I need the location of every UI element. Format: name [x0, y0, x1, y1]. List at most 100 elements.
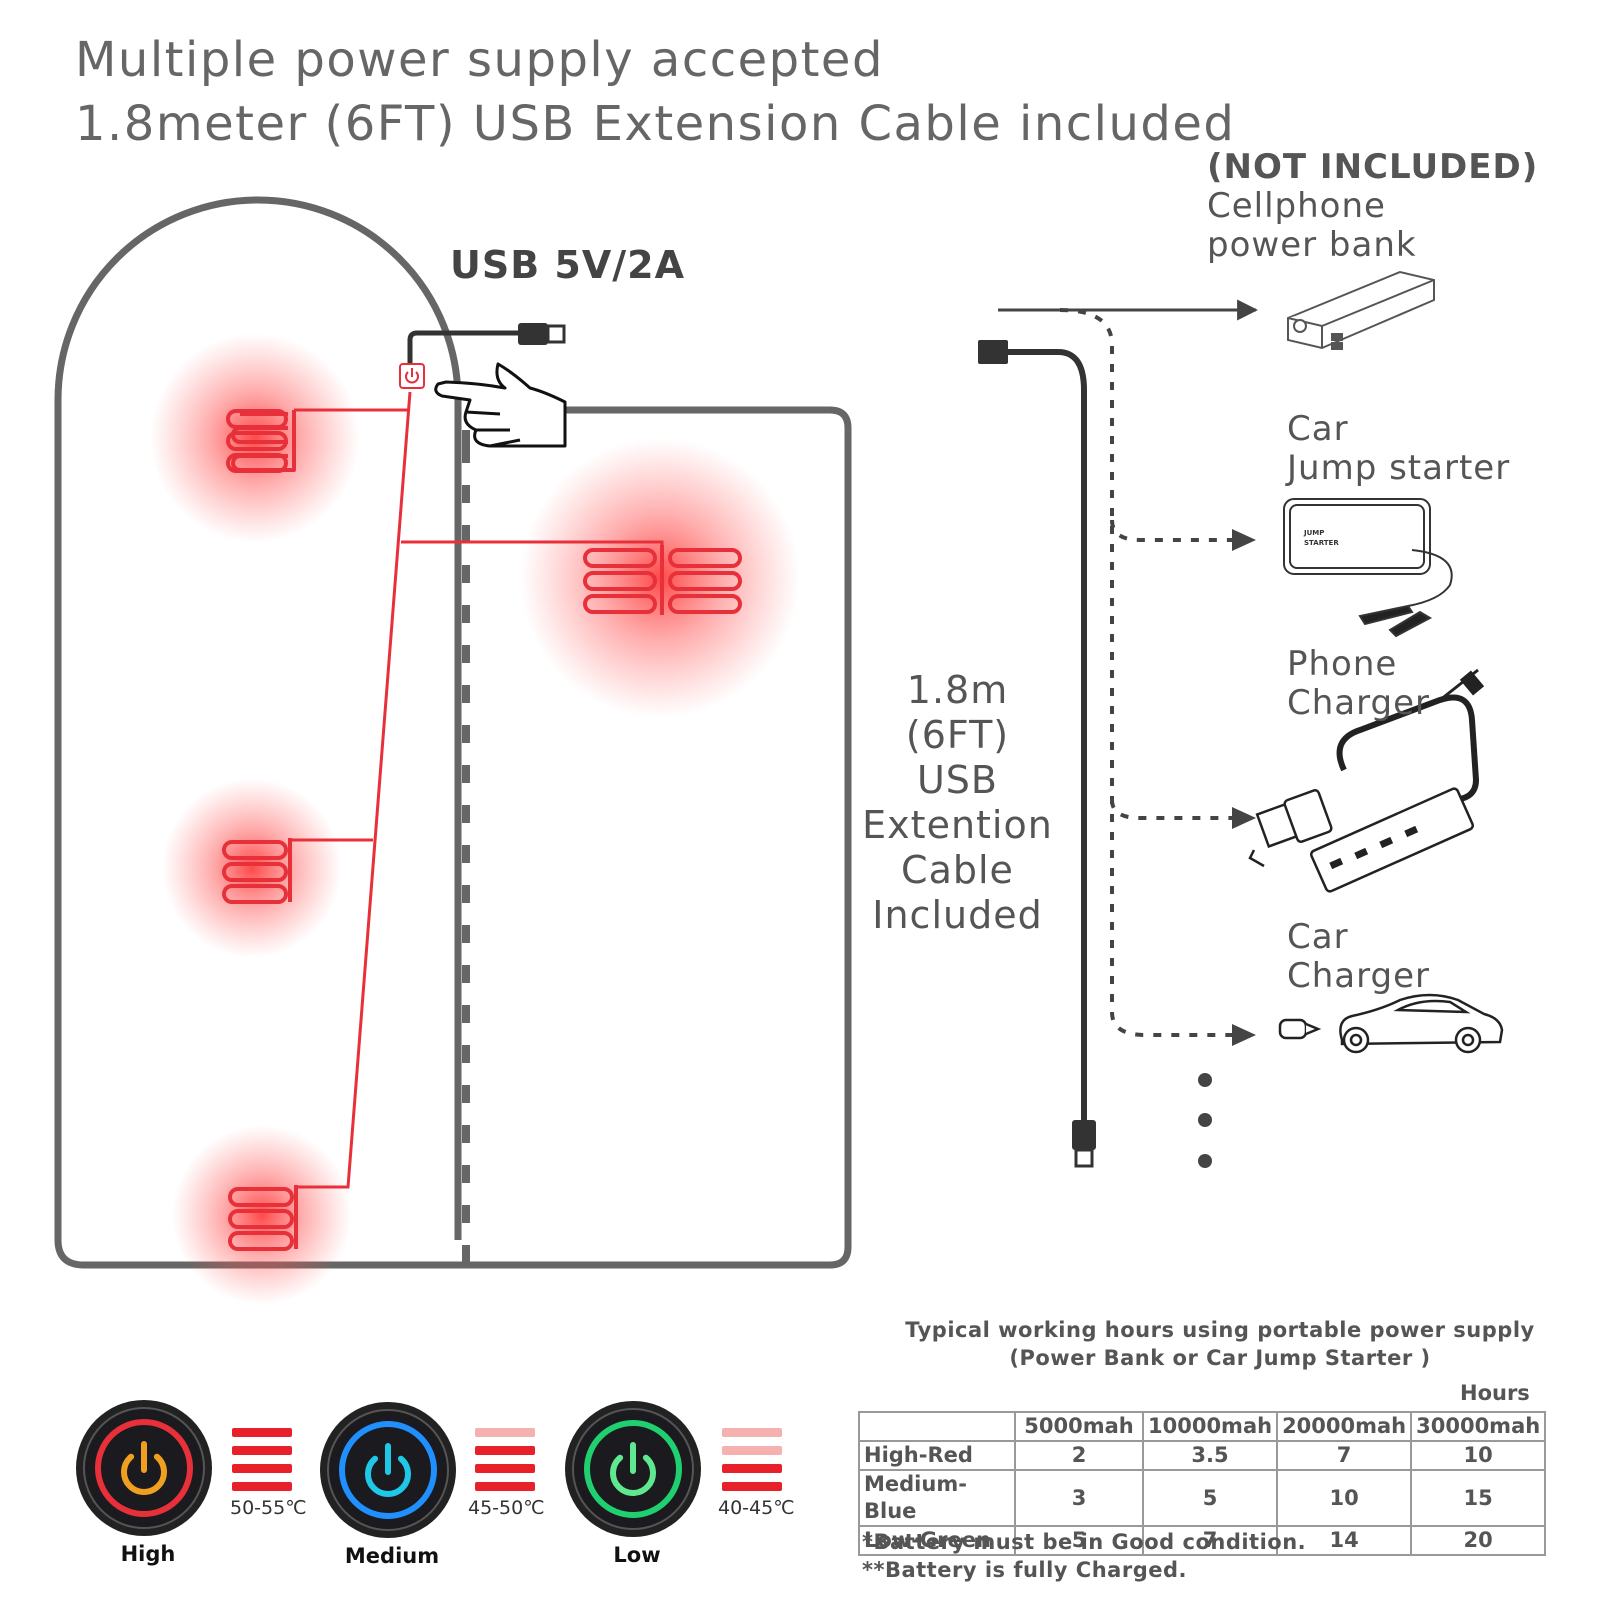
- usb-label: USB 5V/2A: [450, 243, 685, 287]
- footnote-2: **Battery is fully Charged.: [862, 1558, 1187, 1582]
- heat-level-bar: [722, 1446, 782, 1455]
- phone-charger-label-line-2: Charger: [1287, 683, 1430, 723]
- table-row: Low-Green 5 7 14 20: [858, 1525, 1547, 1556]
- table-cell: 7: [1141, 1525, 1279, 1556]
- heat-level-bar: [722, 1464, 782, 1473]
- heating-element: [228, 1185, 298, 1251]
- column-header: 20000mah: [1276, 1411, 1413, 1442]
- table-cell: 15: [1410, 1469, 1547, 1527]
- jump-starter-text-line-2: STARTER: [1304, 539, 1339, 547]
- table-cell: 7: [1276, 1440, 1413, 1471]
- power-symbol-icon: [365, 1443, 411, 1497]
- column-header: 10000mah: [1141, 1411, 1279, 1442]
- car-icon: [1339, 993, 1504, 1054]
- cable-label-line: USB: [916, 758, 998, 802]
- heat-level-bar: [722, 1428, 782, 1437]
- cable-label-line: Extention: [862, 803, 1053, 847]
- footnote-1: *Battery must be in Good condition.: [862, 1530, 1307, 1554]
- dotted-branch-lines: [1059, 308, 1240, 1037]
- table-header-row: 5000mah 10000mah 20000mah 30000mah: [858, 1411, 1547, 1442]
- heat-level-bar: [475, 1482, 535, 1491]
- table-cell: 10: [1410, 1440, 1547, 1471]
- heat-level-bar: [475, 1464, 535, 1473]
- heating-element: [583, 545, 742, 615]
- jump-starter-text-line-1: JUMP: [1303, 529, 1324, 537]
- power-bank-label-line-2: power bank: [1207, 225, 1417, 265]
- table-cell: 20: [1410, 1525, 1547, 1556]
- heat-level-bars-high: [232, 1428, 292, 1491]
- cable-label-line: (6FT): [905, 713, 1010, 757]
- phone-charger-icon: [1248, 668, 1485, 893]
- not-included-label: (NOT INCLUDED): [1207, 147, 1539, 187]
- usb-plug-icon: [518, 323, 548, 345]
- temp-label-medium: 45-50℃: [468, 1497, 545, 1519]
- heat-level-bar: [475, 1446, 535, 1455]
- cable-label-line: Included: [872, 893, 1043, 937]
- table-row: High-Red 2 3.5 7 10: [858, 1440, 1547, 1471]
- heating-wires: [290, 391, 664, 1189]
- headline-line-1: Multiple power supply accepted: [75, 32, 884, 88]
- row-header: Low-Green: [858, 1525, 1016, 1556]
- heat-level-bar: [232, 1446, 292, 1455]
- blanket-outline: [54, 196, 852, 1269]
- pointing-hand-icon: [434, 362, 567, 448]
- heating-element: [222, 838, 292, 904]
- mode-label-medium: Medium: [344, 1544, 440, 1568]
- power-button-low[interactable]: [565, 1401, 701, 1537]
- jump-starter-label-line-2: Jump starter: [1287, 448, 1511, 488]
- temp-label-high: 50-55℃: [230, 1497, 307, 1519]
- row-header: Medium-Blue: [858, 1469, 1016, 1527]
- heat-level-bar: [232, 1464, 292, 1473]
- table-title-line-1: Typical working hours using portable pow…: [905, 1318, 1535, 1342]
- headline-line-2: 1.8meter (6FT) USB Extension Cable inclu…: [75, 96, 1236, 152]
- table-cell: 5: [1141, 1469, 1279, 1527]
- heat-level-bar: [475, 1428, 535, 1437]
- power-bank-label-line-1: Cellphone: [1207, 186, 1386, 226]
- table-cell: 14: [1276, 1525, 1413, 1556]
- power-button-high[interactable]: [76, 1400, 212, 1536]
- power-button-medium[interactable]: [320, 1402, 456, 1538]
- car-charger-label-line-1: Car: [1287, 917, 1349, 957]
- table-row: Medium-Blue 3 5 10 15: [858, 1469, 1547, 1527]
- temp-label-low: 40-45℃: [718, 1497, 795, 1519]
- column-header: 30000mah: [1410, 1411, 1547, 1442]
- row-header: High-Red: [858, 1440, 1016, 1471]
- jump-starter-icon: [1283, 498, 1453, 638]
- cable-label: 1.8m (6FT) USB Extention Cable Included: [860, 668, 1055, 938]
- usb-cord: [407, 330, 520, 372]
- usb-connector-icon: [546, 324, 566, 344]
- heating-element: [226, 409, 288, 473]
- car-charger-icon: [1278, 1018, 1322, 1040]
- mode-label-high: High: [120, 1542, 176, 1566]
- table-cell: 10: [1276, 1469, 1413, 1527]
- more-options-dots: [1198, 1073, 1212, 1168]
- car-charger-label-line-2: Charger: [1287, 956, 1430, 996]
- phone-charger-label-line-1: Phone: [1287, 644, 1398, 684]
- power-symbol-icon: [121, 1441, 167, 1495]
- heat-level-bar: [232, 1428, 292, 1437]
- usb-extension-cable: [978, 340, 1096, 1168]
- table-unit-label: Hours: [1460, 1381, 1530, 1405]
- table-cell: 2: [1014, 1440, 1144, 1471]
- working-hours-table: 5000mah 10000mah 20000mah 30000mah High-…: [858, 1411, 1547, 1556]
- heat-zones: [150, 333, 800, 1305]
- cable-label-line: 1.8m: [906, 668, 1009, 712]
- branch-arrowheads: [1232, 529, 1256, 1046]
- power-symbol-icon: [610, 1442, 656, 1496]
- table-cell: 5: [1014, 1525, 1144, 1556]
- mode-buttons: [76, 1400, 782, 1538]
- heat-level-bar: [232, 1482, 292, 1491]
- heat-level-bars-medium: [475, 1428, 535, 1491]
- table-cell: 3.5: [1141, 1440, 1279, 1471]
- heat-level-bar: [722, 1482, 782, 1491]
- table-corner-cell: [858, 1411, 1016, 1442]
- jump-starter-label-line-1: Car: [1287, 409, 1349, 449]
- cable-label-line: Cable: [901, 848, 1014, 892]
- table-cell: 3: [1014, 1469, 1144, 1527]
- power-symbol-icon: [405, 368, 419, 384]
- table-title-line-2: (Power Bank or Car Jump Starter ): [1009, 1346, 1431, 1370]
- power-bank-icon: [1287, 270, 1435, 350]
- column-header: 5000mah: [1014, 1411, 1144, 1442]
- mode-label-low: Low: [613, 1543, 661, 1567]
